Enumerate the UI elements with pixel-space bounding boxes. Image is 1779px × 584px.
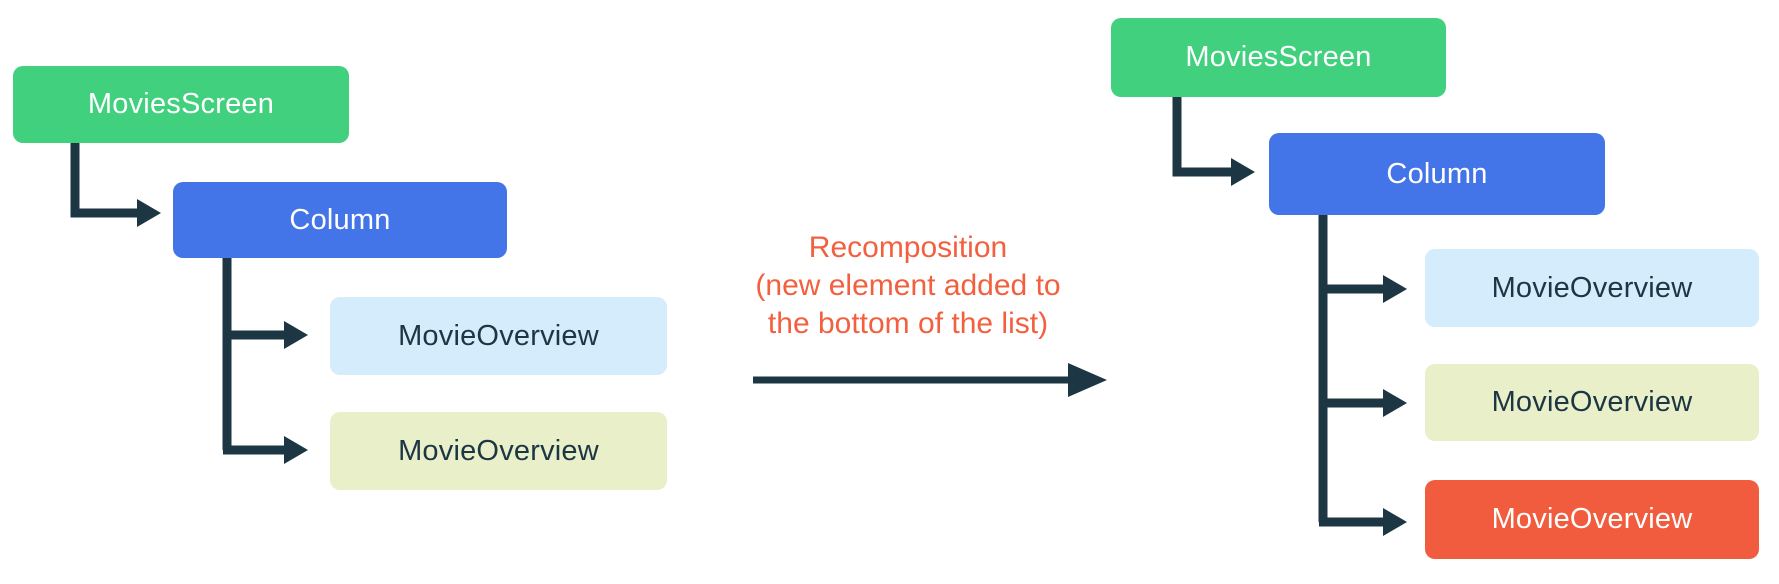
before-node-movie-overview-1: MovieOverview bbox=[330, 297, 667, 375]
after-node-movies-screen: MoviesScreen bbox=[1111, 18, 1446, 97]
recomposition-caption-line-3: the bottom of the list) bbox=[767, 307, 1049, 340]
recomposition-caption-line-2: (new element added to bbox=[755, 269, 1061, 302]
after-child-3-arrowhead-icon bbox=[1383, 508, 1407, 536]
before-node-movies-screen: MoviesScreen bbox=[13, 66, 349, 143]
after-child-1-arrowhead-icon bbox=[1383, 275, 1407, 303]
after-node-movie-overview-1: MovieOverview bbox=[1425, 249, 1759, 327]
after-child-2-arrowhead-icon bbox=[1383, 389, 1407, 417]
before-child-2-arrowhead-icon bbox=[284, 436, 308, 464]
before-node-column: Column bbox=[173, 182, 507, 258]
recomposition-arrowhead-icon bbox=[1068, 363, 1107, 397]
before-node-movie-overview-2: MovieOverview bbox=[330, 412, 667, 490]
recomposition-caption: Recomposition (new element added to the … bbox=[658, 229, 1158, 343]
after-elbow-arrowhead-icon bbox=[1231, 158, 1255, 186]
after-node-column: Column bbox=[1269, 133, 1605, 215]
before-elbow-connector bbox=[70, 143, 138, 218]
after-elbow-connector bbox=[1172, 97, 1232, 177]
before-elbow-arrowhead-icon bbox=[137, 199, 161, 227]
before-child-1-arrowhead-icon bbox=[284, 321, 308, 349]
after-node-movie-overview-2: MovieOverview bbox=[1425, 364, 1759, 441]
after-node-movie-overview-3-new: MovieOverview bbox=[1425, 480, 1759, 559]
recomposition-caption-line-1: Recomposition bbox=[808, 231, 1008, 264]
